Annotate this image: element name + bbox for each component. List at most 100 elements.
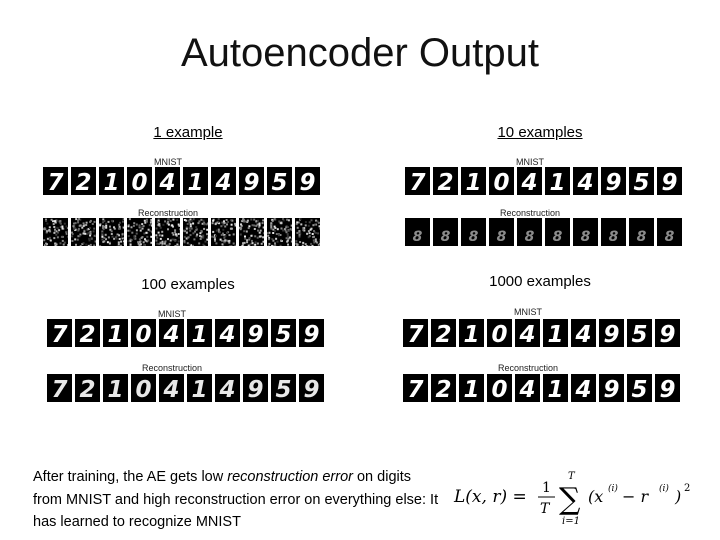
tile-background: [487, 319, 512, 347]
noise-speck: [133, 222, 136, 225]
noise-speck: [218, 231, 221, 234]
digit-glyph: 2: [79, 322, 95, 347]
noise-speck: [166, 244, 169, 246]
noise-speck: [313, 230, 315, 232]
noise-speck: [53, 226, 56, 228]
noise-speck: [311, 233, 314, 235]
noise-speck: [161, 242, 164, 245]
noise-speck: [316, 220, 319, 223]
digit-tile: [267, 218, 292, 246]
noise-speck: [150, 235, 152, 238]
tile-background: [243, 374, 268, 402]
noise-speck: [145, 218, 148, 221]
noise-speck: [186, 223, 189, 225]
tile-background: [629, 218, 654, 246]
noise-speck: [278, 220, 281, 223]
digit-glyph: 9: [299, 170, 315, 195]
noise-speck: [171, 224, 174, 227]
noise-speck: [275, 233, 278, 235]
noise-speck: [230, 223, 233, 226]
noise-speck: [116, 234, 119, 237]
noise-speck: [305, 245, 308, 246]
noise-speck: [257, 229, 259, 232]
digit-tile: 9: [601, 167, 626, 195]
noise-speck: [57, 231, 59, 234]
noise-speck: [268, 237, 271, 240]
noise-speck: [156, 242, 159, 245]
tile-background: [627, 374, 652, 402]
noise-speck: [110, 233, 113, 235]
noise-speck: [94, 240, 96, 243]
digit-tile: 8: [489, 218, 514, 246]
noise-speck: [200, 218, 203, 221]
tile-background: [47, 374, 72, 402]
noise-speck: [187, 219, 190, 222]
digit-tile: [183, 218, 208, 246]
noise-speck: [277, 234, 280, 237]
noise-speck: [161, 234, 164, 237]
tile-background: [243, 319, 268, 347]
noise-speck: [225, 219, 228, 221]
noise-speck: [172, 225, 174, 228]
noise-speck: [284, 229, 287, 232]
noise-speck: [185, 219, 188, 222]
digit-tile: 9: [299, 374, 324, 402]
tile-background: [657, 167, 682, 195]
noise-speck: [316, 241, 318, 244]
noise-speck: [135, 232, 138, 235]
noise-speck: [85, 243, 88, 246]
noise-speck: [52, 223, 55, 226]
noise-speck: [315, 232, 318, 234]
tile-background: [461, 218, 486, 246]
noise-speck: [101, 238, 104, 241]
noise-speck: [260, 242, 263, 245]
noise-speck: [150, 222, 152, 225]
tile-background: [545, 167, 570, 195]
noise-speck: [150, 241, 152, 244]
noise-speck: [224, 235, 227, 238]
noise-speck: [310, 227, 313, 230]
noise-speck: [121, 237, 124, 240]
digit-tile: 7: [405, 167, 430, 195]
digit-glyph: 1: [465, 170, 481, 195]
noise-speck: [207, 241, 208, 244]
noise-speck: [127, 225, 130, 228]
noise-speck: [308, 232, 311, 235]
digit-glyph: 8: [553, 229, 563, 245]
noise-speck: [308, 235, 311, 238]
noise-speck: [171, 232, 174, 234]
noise-speck: [107, 236, 110, 239]
digit-tile: 8: [517, 218, 542, 246]
noise-speck: [167, 238, 169, 241]
digit-tile: 4: [215, 374, 240, 402]
noise-speck: [73, 227, 76, 230]
digit-tile: 9: [655, 319, 680, 347]
digit-glyph: 4: [520, 170, 537, 195]
noise-speck: [155, 239, 158, 242]
noise-speck: [242, 243, 245, 246]
noise-speck: [271, 219, 274, 222]
noise-speck: [319, 227, 320, 230]
formula-term-open: (x: [588, 487, 603, 506]
noise-speck: [59, 242, 62, 245]
noise-speck: [71, 240, 74, 242]
noise-speck: [185, 230, 188, 233]
noise-speck: [256, 223, 259, 226]
noise-speck: [276, 228, 279, 231]
noise-speck: [203, 221, 206, 224]
noise-speck: [274, 244, 277, 246]
noise-speck: [203, 227, 206, 230]
noise-speck: [89, 232, 92, 235]
noise-speck: [54, 220, 56, 223]
noise-speck: [228, 234, 231, 237]
noise-speck: [267, 232, 270, 235]
noise-speck: [111, 219, 114, 222]
noise-speck: [48, 236, 51, 239]
noise-speck: [59, 222, 62, 225]
noise-speck: [314, 223, 317, 226]
digit-glyph: 4: [162, 322, 179, 347]
noise-speck: [219, 238, 222, 241]
digit-glyph: 5: [631, 322, 647, 347]
